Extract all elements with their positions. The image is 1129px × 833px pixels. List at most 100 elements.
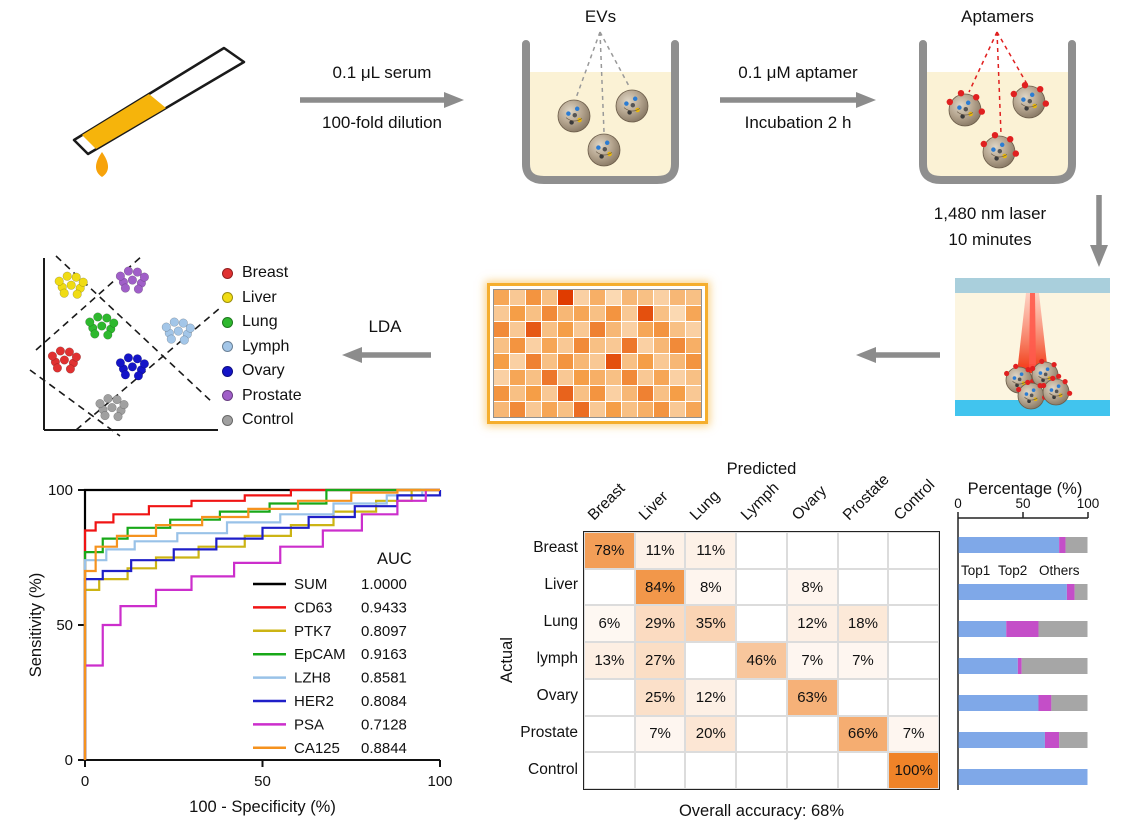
- confusion-cell: [685, 642, 737, 679]
- heatmap-cell: [638, 338, 653, 353]
- ev-with-aptamers: [946, 90, 985, 127]
- confusion-cell: [736, 605, 787, 643]
- heatmap-cell: [654, 370, 669, 385]
- bars-legend-top1: Top1: [961, 563, 990, 578]
- heatmap-cell: [686, 306, 701, 321]
- heatmap-cell: [574, 386, 589, 401]
- heatmap-cell: [686, 402, 701, 417]
- heatmap-cell: [606, 338, 621, 353]
- bar-liver-others: [1074, 584, 1088, 600]
- bar-breast-top1: [958, 537, 1060, 553]
- heatmap-cell: [606, 354, 621, 369]
- lda-legend-item-breast: Breast: [222, 261, 302, 286]
- confusion-row-liver: Liver: [544, 576, 578, 593]
- heatmap-cell: [670, 306, 685, 321]
- confusion-col-ovary: Ovary: [788, 482, 831, 524]
- roc-curve-cd63: [83, 488, 440, 760]
- confusion-cell: 12%: [685, 678, 737, 716]
- bar-prostate-top2: [1044, 732, 1060, 748]
- bar-lymph-top1: [958, 658, 1018, 674]
- roc-legend-name: CA125: [294, 740, 340, 757]
- legend-dot: [222, 316, 233, 328]
- bars-legend-others: Others: [1039, 563, 1080, 578]
- confusion-cell: [837, 678, 889, 716]
- ev-with-aptamers: [1010, 82, 1049, 119]
- heatmap-cell: [526, 402, 541, 417]
- heatmap-cell: [654, 402, 669, 417]
- lda-cluster-control: [95, 394, 129, 422]
- confusion-cell: 100%: [888, 752, 939, 789]
- bar-lung-top2: [1006, 621, 1039, 637]
- heatmap-cell: [558, 354, 573, 369]
- ev-particle: [557, 99, 591, 133]
- confusion-cell: [786, 532, 838, 569]
- roc-legend-name: EpCAM: [294, 646, 346, 663]
- heatmap-cell: [526, 338, 541, 353]
- heatmap-cell: [510, 354, 525, 369]
- roc-legend-name: PSA: [294, 716, 324, 733]
- legend-label: Prostate: [242, 386, 302, 404]
- heatmap-cell: [542, 290, 557, 305]
- lda-legend-item-ovary: Ovary: [222, 359, 302, 384]
- ev-with-aptamers: [1041, 375, 1073, 406]
- confusion-grid: 78%11%11%84%8%8%6%29%35%12%18%13%27%46%7…: [583, 531, 940, 790]
- lda-cluster-breast: [47, 346, 81, 374]
- bars-xtick: 0: [954, 496, 962, 511]
- roc-legend-auc: 0.8581: [361, 670, 407, 687]
- heatmap-cell: [494, 338, 509, 353]
- beaker-evs: [522, 31, 679, 184]
- heatmap-cell: [638, 402, 653, 417]
- heatmap-cell: [542, 386, 557, 401]
- legend-dot: [222, 414, 233, 426]
- roc-legend-auc: 0.9433: [361, 599, 407, 616]
- lda-legend-item-lung: Lung: [222, 310, 302, 335]
- bar-control-top1: [958, 769, 1088, 785]
- bar-prostate-others: [1059, 732, 1088, 748]
- heatmap-cell: [638, 386, 653, 401]
- confusion-col-breast: Breast: [584, 480, 629, 524]
- evs-pointer-lines: [575, 31, 631, 133]
- heatmap-cell: [494, 354, 509, 369]
- bars-xtick: 50: [1015, 496, 1030, 511]
- confusion-col-lymph: Lymph: [737, 479, 783, 524]
- ev-particle: [587, 133, 621, 167]
- down-arrow: [1090, 195, 1108, 267]
- heatmap-cell: [558, 306, 573, 321]
- heatmap-cell: [622, 354, 637, 369]
- heatmap-cell: [670, 290, 685, 305]
- confusion-cell: 20%: [685, 715, 737, 753]
- confusion-row-breast: Breast: [533, 539, 578, 556]
- roc-ytick: 0: [65, 752, 73, 769]
- heatmap-cell: [638, 322, 653, 337]
- bar-liver-top1: [958, 584, 1067, 600]
- serum-arrow: [300, 92, 464, 108]
- confusion-cell: [786, 752, 838, 789]
- roc-legend-name: PTK7: [294, 623, 332, 640]
- heatmap-cell: [606, 322, 621, 337]
- heatmap-cell: [654, 386, 669, 401]
- ev-with-aptamers: [980, 132, 1019, 169]
- confusion-predicted-label: Predicted: [726, 460, 797, 478]
- lda-arrow-label: LDA: [368, 317, 402, 336]
- heatmap-cell: [670, 370, 685, 385]
- trapped-ev-cluster: [1004, 358, 1073, 410]
- confusion-cell: 8%: [786, 568, 838, 606]
- bar-breast-others: [1065, 537, 1088, 553]
- aptamer-arrow-label-top: 0.1 μM aptamer: [738, 63, 858, 82]
- heatmap-cell: [526, 354, 541, 369]
- heatmap-cell: [542, 322, 557, 337]
- heatmap-cell: [494, 386, 509, 401]
- serum-arrow-label-top: 0.1 μL serum: [332, 63, 432, 82]
- lda-scatter-plot: [29, 255, 221, 437]
- confusion-cell: [584, 752, 635, 789]
- confusion-cell: [584, 568, 635, 606]
- confusion-cell: [837, 532, 889, 569]
- confusion-cell: [685, 752, 737, 789]
- heatmap-cell: [590, 354, 605, 369]
- heatmap-cell: [686, 354, 701, 369]
- laser-trap-illustration: [955, 278, 1110, 416]
- heatmap-cell: [638, 306, 653, 321]
